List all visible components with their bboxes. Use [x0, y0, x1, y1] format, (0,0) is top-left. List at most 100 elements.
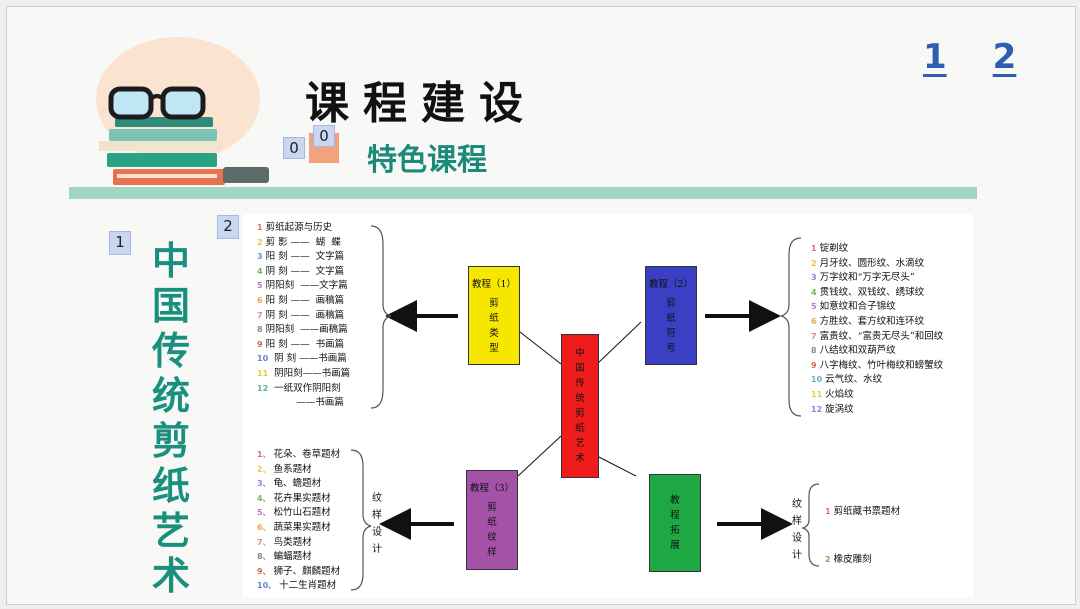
list-item-text: 阳 刻 —— 书画篇	[265, 338, 345, 350]
books-glasses-illustration	[96, 37, 269, 185]
list-item-number: 7、	[257, 537, 271, 547]
list-item: 12 一纸双作阴阳刻	[257, 382, 350, 397]
list-item-number: 5	[257, 281, 263, 291]
list-item-text: 贯钱纹、双钱纹、绣球纹	[819, 286, 925, 298]
box-2-body: 剪纸符号	[666, 297, 676, 354]
list-item-text: 阴阳刻 ——文字篇	[265, 280, 348, 292]
list-item-text: 云气纹、水纹	[825, 374, 883, 386]
list-item-text: 龟、蟾题材	[273, 478, 322, 490]
page-link-1[interactable]: 1	[923, 37, 947, 77]
page-link-2[interactable]: 2	[992, 37, 1017, 77]
box-tutorial-2: 教程（2） 剪纸符号	[645, 266, 697, 365]
list-item-text: 阴 刻 ——书画篇	[271, 353, 347, 365]
page-numbers[interactable]: 1 2	[923, 37, 1016, 77]
list-item-number: 8	[257, 325, 263, 335]
list-item-number: 9	[257, 339, 263, 349]
list-item-text: 如意纹和合子锦纹	[819, 301, 896, 313]
tag-panel: 2	[217, 215, 239, 239]
box-extension: 教程拓展	[649, 474, 701, 572]
list-item: 5、松竹山石题材	[257, 506, 340, 521]
list-item: 11 阴阳刻——书画篇	[257, 367, 350, 382]
diagram-connectors	[350, 225, 820, 591]
brace-patterns	[350, 449, 372, 591]
list-item-number: 2	[257, 237, 263, 247]
list-item-text: 鱼系题材	[273, 463, 312, 475]
list-item-number: 9	[811, 360, 817, 370]
list-item-text: 八字梅纹、竹叶梅纹和螃蟹纹	[819, 359, 944, 371]
box-4-body: 教程拓展	[670, 495, 680, 551]
diagram-panel: 2 中国传统剪纸艺术 教程（1） 剪纸类型	[217, 214, 973, 598]
list-item: 1、花朵、卷草题材	[257, 448, 340, 463]
list-item-text: 阴阳刻 ——画稿篇	[265, 324, 348, 336]
connector-center-b2	[596, 321, 642, 365]
list-item-number: 5、	[257, 508, 271, 518]
box-3-body: 剪纸纹样	[487, 502, 497, 558]
list-item-number: 4	[257, 266, 263, 276]
box-1-head: 教程（1）	[471, 278, 517, 290]
list-item-number: 9、	[257, 566, 271, 576]
box-2-head: 教程（2）	[648, 278, 694, 290]
list-item-number: 4、	[257, 493, 271, 503]
list-item-number: 4	[811, 287, 817, 297]
list-item-number: 11	[811, 389, 823, 399]
list-item-text: 阴 刻 —— 画稿篇	[265, 309, 345, 321]
brace-symbols	[780, 237, 802, 417]
box-tutorial-1: 教程（1） 剪纸类型	[468, 266, 520, 365]
list-item-number: 3、	[257, 479, 271, 489]
page-title: 课程建设	[305, 78, 537, 129]
list-item: 8、蝙蝠题材	[257, 550, 340, 565]
list-item-text: 阴阳刻——书画篇	[271, 367, 351, 379]
list-item-number: 11	[257, 368, 269, 378]
list-item-number: 3	[811, 273, 817, 283]
label-extension-design: 纹样设计	[792, 499, 802, 561]
list-item-text: 火焰纹	[825, 388, 854, 400]
label-patterns-design: 纹样设计	[372, 493, 382, 555]
list-item-number: 7	[811, 331, 817, 341]
list-item-number: 2	[825, 555, 831, 564]
list-item-text: 月牙纹、圆形纹、水滴纹	[819, 257, 925, 269]
list-item-number: 1、	[257, 450, 271, 459]
list-item-text: 蝙蝠题材	[273, 551, 312, 563]
list-item-number: 1	[811, 244, 817, 253]
list-item-text: 阳 刻 —— 画稿篇	[265, 294, 345, 306]
list-item: 10、十二生肖题材	[257, 579, 340, 594]
list-item-text: 剪纸藏书票题材	[833, 506, 901, 517]
list-item-text: 方胜纹、套方纹和连环纹	[819, 315, 925, 327]
list-item-text: 剪 影 —— 蝴 蝶	[265, 236, 341, 248]
list-item-text: 狮子、麒麟题材	[273, 565, 341, 577]
list-item: 10 阴 刻 ——书画篇	[257, 352, 350, 367]
list-item-number: 12	[811, 404, 823, 414]
list-item-text: 花朵、卷草题材	[273, 449, 341, 460]
list-item: 7、鸟类题材	[257, 536, 340, 551]
section-subtitle: 特色课程	[367, 143, 487, 178]
list-item-number: 5	[811, 302, 817, 312]
list-item: ——书画篇	[257, 396, 350, 411]
slide: 1 2 课程建设 0 0 特色课程 1 中国传统剪纸艺术 2	[6, 6, 1076, 605]
box-tutorial-3: 教程（3） 剪纸纹样	[466, 470, 518, 570]
list-item-number: 1	[825, 507, 831, 516]
list-item: 3、龟、蟾题材	[257, 477, 340, 492]
list-item: 4、花卉果实题材	[257, 492, 340, 507]
list-item-text: 锭剃纹	[819, 243, 849, 254]
list-item-text: 鸟类题材	[273, 536, 312, 548]
list-item-number: 3	[257, 252, 263, 262]
header-divider-bar	[69, 187, 977, 199]
list-item-text: 万字纹和“万字无尽头”	[819, 272, 915, 284]
list-item-text: 一纸双作阴阳刻	[271, 382, 341, 394]
